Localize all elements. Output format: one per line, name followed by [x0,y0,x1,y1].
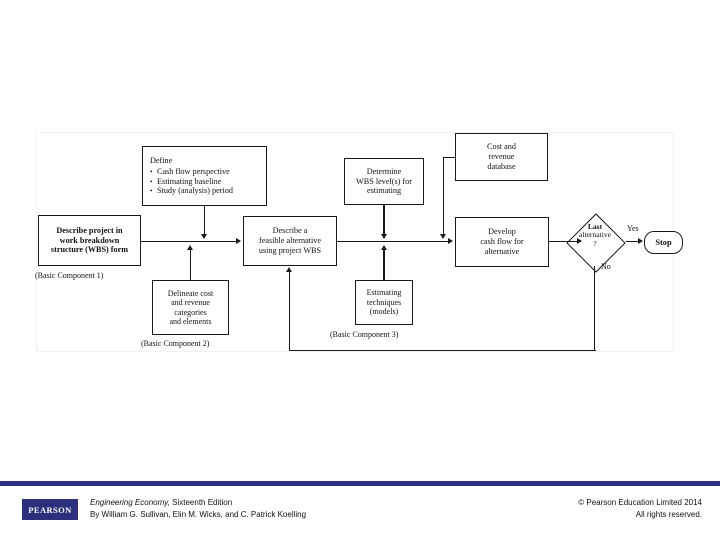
node-estimating-techniques: Estimating techniques (models) [355,280,413,325]
footer-book-info: Engineering Economy, Sixteenth Edition B… [90,497,306,521]
node-line: Cost and [487,142,516,152]
footer-rule [0,481,720,486]
footer-rights-line: All rights reserved. [635,510,702,519]
footer-copyright-block: © Pearson Education Limited 2014 All rig… [578,497,702,521]
stop-label: Stop [655,238,672,247]
node-describe-project: Describe project in work breakdown struc… [38,215,141,266]
node-line: database [487,161,516,171]
node-line: techniques [366,297,402,307]
footer-book-title: Engineering Economy, [90,498,170,507]
node-line: categories [174,307,207,317]
arrowhead-to-describe-alt [236,237,241,244]
node-line: work breakdown [59,235,120,245]
node-line: feasible alternative [258,236,322,246]
connector-alt-to-develop [337,241,449,243]
connector-decision-to-stop [626,241,639,243]
caption-basic-component-1: (Basic Component 1) [35,271,104,280]
footer-copyright-line: © Pearson Education Limited 2014 [578,498,702,507]
node-line: Develop [488,227,516,237]
arrowhead-to-decision [577,237,582,244]
node-line: and revenue [171,298,210,308]
connector-estimating-up [383,250,386,280]
arrowhead-feedback-to-describe-alt [285,267,292,272]
arrowhead-costdb-to-spine [439,234,446,239]
connector-delineate-up [190,250,192,280]
caption-basic-component-3: (Basic Component 3) [330,330,399,339]
decision-line: ? [593,238,597,248]
node-line: alternative [484,246,520,256]
arrowhead-to-develop-cashflow [448,237,453,244]
node-line: Describe a [272,226,308,236]
node-define: Define Cash flow perspective Estimating … [142,146,267,206]
node-stop-terminator: Stop [644,231,683,254]
connector-define-down [204,206,206,235]
node-line: Estimating [366,288,402,298]
node-line: using project WBS [258,245,322,255]
footer-book-edition: Sixteenth Edition [169,498,233,507]
node-line: structure (WBS) form [50,245,129,255]
arrowhead-delineate-to-spine [186,245,193,250]
connector-develop-to-decision [549,241,578,243]
decision-line: alternative [578,230,612,240]
connector-feedback-vertical-right [594,266,596,351]
arrowhead-estimating-to-spine [380,245,387,250]
node-define-bullet: Estimating baseline [150,177,221,187]
node-develop-cash-flow: Develop cash flow for alternative [455,217,549,267]
footer-authors: By William G. Sullivan, Elin M. Wicks, a… [90,510,307,519]
connector-costdb-elbow-vertical [443,157,445,235]
node-define-header: Define [150,156,173,166]
connector-determine-down [383,205,386,235]
node-decision-last-alternative: Last alternative ? [564,211,626,273]
node-line: estimating [366,186,402,196]
node-define-bullet: Study (analysis) period [150,186,233,196]
edge-label-yes: Yes [627,224,639,233]
node-line: Describe project in [56,225,123,235]
arrowhead-define-to-spine [200,234,207,239]
node-line: Determine [366,166,402,176]
node-line: revenue [488,152,515,162]
node-cost-revenue-database: Cost and revenue database [455,133,548,181]
connector-feedback-horizontal [289,350,596,352]
arrowhead-to-stop [638,237,643,244]
node-determine-wbs-level: Determine WBS level(s) for estimating [344,158,424,205]
node-define-bullet: Cash flow perspective [150,167,230,177]
connector-feedback-vertical-left [289,272,291,351]
node-describe-feasible-alternative: Describe a feasible alternative using pr… [243,216,337,266]
node-line: and elements [169,316,212,326]
node-line: WBS level(s) for [356,176,412,186]
node-line: cash flow for [480,237,524,247]
connector-spine-main [141,241,237,243]
pearson-logo: PEARSON [22,499,78,520]
node-line: Delineate cost [167,288,214,298]
node-delineate-cost-revenue: Delineate cost and revenue categories an… [152,280,229,335]
edge-label-no: No [601,262,611,271]
arrowhead-determine-to-spine [380,234,387,239]
decision-line: Last [587,222,603,231]
decision-label: Last alternative ? [560,222,630,248]
node-line: (models) [369,307,399,317]
connector-costdb-elbow-horizontal [443,157,456,159]
pearson-wordmark: PEARSON [28,504,72,515]
caption-basic-component-2: (Basic Component 2) [141,339,210,348]
footer-title-line: Engineering Economy, Sixteenth Edition [90,497,306,509]
